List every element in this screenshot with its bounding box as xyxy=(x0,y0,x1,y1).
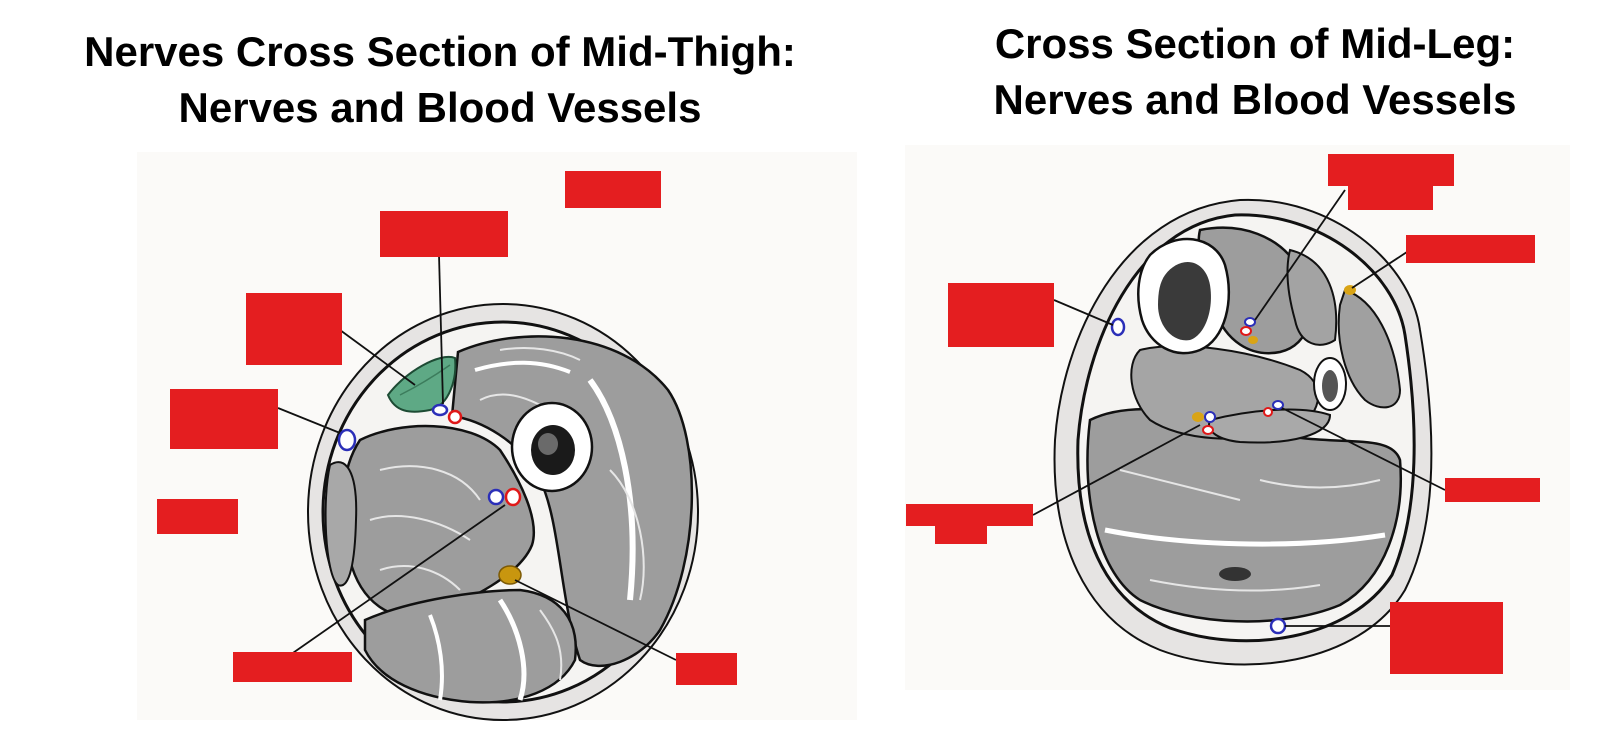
deep-femoral-artery-marker xyxy=(504,487,522,507)
leg-label-box-3[interactable] xyxy=(1406,235,1535,263)
tibia-marrow xyxy=(1158,262,1211,341)
thigh-label-box-3[interactable] xyxy=(246,293,342,365)
leg-label-box-1[interactable] xyxy=(1328,154,1454,186)
deep-fibular-nerve-marker xyxy=(1248,336,1258,344)
leg-label-box-6[interactable] xyxy=(935,524,987,544)
deep-femoral-vein-marker xyxy=(487,488,505,506)
femoral-artery-marker xyxy=(447,409,463,425)
thigh-title: Nerves Cross Section of Mid-Thigh: Nerve… xyxy=(0,24,880,136)
anterior-tibial-artery-marker xyxy=(1240,326,1252,336)
femoral-vein-marker xyxy=(431,403,449,417)
leg-label-box-2[interactable] xyxy=(1348,186,1433,210)
leg-cross-section xyxy=(906,154,1540,674)
leg-leader-lines xyxy=(1032,189,1446,627)
anterior-tibial-vein-marker xyxy=(1244,317,1256,327)
thigh-leader-lines xyxy=(277,254,677,661)
small-saphenous-vein-marker xyxy=(1269,617,1287,635)
lateral-compartment-muscles xyxy=(1337,288,1402,409)
fibular-vein-marker xyxy=(1272,400,1284,410)
leg-title-line-2: Nerves and Blood Vessels xyxy=(993,76,1517,123)
leg-label-box-8[interactable] xyxy=(1390,602,1503,674)
fibula-marrow xyxy=(1322,370,1338,402)
posterior-tibial-vein-marker xyxy=(1204,411,1216,423)
thigh-label-box-6[interactable] xyxy=(233,652,352,682)
calf-vessel-shadow xyxy=(1219,567,1251,581)
thigh-label-box-2[interactable] xyxy=(380,211,508,257)
leg-label-box-5[interactable] xyxy=(906,504,1033,526)
gracilis-muscle xyxy=(324,461,358,587)
rectus-femoris-septum xyxy=(474,360,571,374)
thigh-label-box-7[interactable] xyxy=(676,653,737,685)
thigh-label-box-1[interactable] xyxy=(565,171,661,208)
fibular-artery-marker xyxy=(1263,407,1273,417)
vastus-septum xyxy=(587,378,636,601)
sartorius-muscle xyxy=(386,355,457,413)
extensor-muscle xyxy=(1286,248,1338,346)
thigh-label-box-5[interactable] xyxy=(157,499,238,534)
thigh-label-box-4[interactable] xyxy=(170,389,278,449)
thigh-cross-section xyxy=(157,171,737,721)
great-saphenous-vein-marker xyxy=(337,428,357,452)
great-saphenous-vein-leg-marker xyxy=(1110,317,1126,337)
leg-title-line-1: Cross Section of Mid-Leg: xyxy=(994,20,1516,67)
thigh-title-line-1: Nerves Cross Section of Mid-Thigh: xyxy=(84,28,796,75)
leg-title: Cross Section of Mid-Leg: Nerves and Blo… xyxy=(925,16,1585,128)
thigh-title-line-2: Nerves and Blood Vessels xyxy=(178,84,702,131)
leg-label-box-4[interactable] xyxy=(948,283,1054,347)
posterior-tibial-artery-marker xyxy=(1202,425,1214,435)
leg-label-boxes xyxy=(906,154,1540,674)
thigh-label-boxes xyxy=(157,171,737,685)
tibial-nerve-marker xyxy=(1192,412,1204,422)
leg-label-box-7[interactable] xyxy=(1445,478,1540,502)
